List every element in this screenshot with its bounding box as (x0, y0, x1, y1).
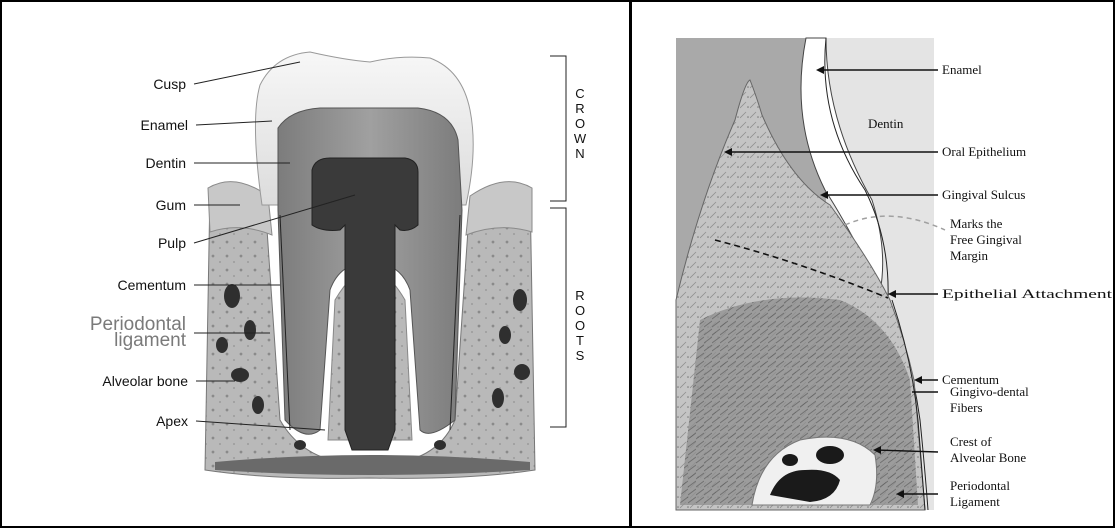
bone-cavity (224, 284, 240, 308)
label-free-margin-line1: Marks the (950, 216, 1003, 231)
label-gingivo-line2: Fibers (950, 400, 983, 415)
bone-cavity (499, 326, 511, 344)
roots-letter: O (575, 318, 585, 333)
label-free-margin-line3: Margin (950, 248, 989, 263)
label-epithelial-attachment: Epithelial Attachment (942, 286, 1113, 301)
roots-letter: T (576, 333, 584, 348)
bone-cavity (492, 388, 504, 408)
bone-marrow-dark (816, 446, 844, 464)
label-periodontal-line2: ligament (114, 330, 187, 351)
label-dentin: Dentin (146, 155, 186, 171)
label-crest-line2: Alveolar Bone (950, 450, 1026, 465)
crown-letter: O (575, 116, 585, 131)
label-free-margin-line2: Free Gingival (950, 232, 1022, 247)
label-gingival-sulcus: Gingival Sulcus (942, 187, 1025, 202)
label-apex: Apex (156, 413, 188, 429)
roots-bracket: R O O T S (550, 208, 585, 427)
label-enamel-right: Enamel (942, 62, 982, 77)
label-perio-line1: Periodontal (950, 478, 1010, 493)
label-cusp: Cusp (153, 76, 186, 92)
bone-cavity (513, 289, 527, 311)
tooth-illustration (205, 52, 535, 478)
label-gingivo-line1: Gingivo-dental (950, 384, 1029, 399)
label-dentin-right: Dentin (868, 116, 904, 131)
crown-letter: C (575, 86, 584, 101)
roots-bracket-line (550, 208, 566, 427)
crown-letter: W (574, 131, 587, 146)
bone-cavity (434, 440, 446, 450)
bone-cavity (514, 364, 530, 380)
label-perio-line2: Ligament (950, 494, 1000, 509)
crown-letter: R (575, 101, 584, 116)
crown-bracket-line (550, 56, 566, 201)
label-gum: Gum (156, 197, 186, 213)
bone-cavity (231, 368, 249, 382)
gum-shape-right (466, 182, 532, 235)
roots-letter: O (575, 303, 585, 318)
label-crest-line1: Crest of (950, 434, 992, 449)
label-enamel: Enamel (141, 117, 188, 133)
label-alveolar-bone: Alveolar bone (102, 373, 188, 389)
bone-marrow-dark (782, 454, 798, 466)
bone-cavity (216, 337, 228, 353)
crown-letter: N (575, 146, 584, 161)
label-cementum: Cementum (118, 277, 186, 293)
label-oral-epithelium: Oral Epithelium (942, 144, 1026, 159)
bone-cavity (252, 396, 264, 414)
bone-cavity (244, 320, 256, 340)
histology-section (676, 38, 945, 510)
roots-letter: S (576, 348, 585, 363)
crown-bracket: C R O W N (550, 56, 587, 201)
label-pulp: Pulp (158, 235, 186, 251)
bone-cavity (294, 440, 306, 450)
roots-letter: R (575, 288, 584, 303)
